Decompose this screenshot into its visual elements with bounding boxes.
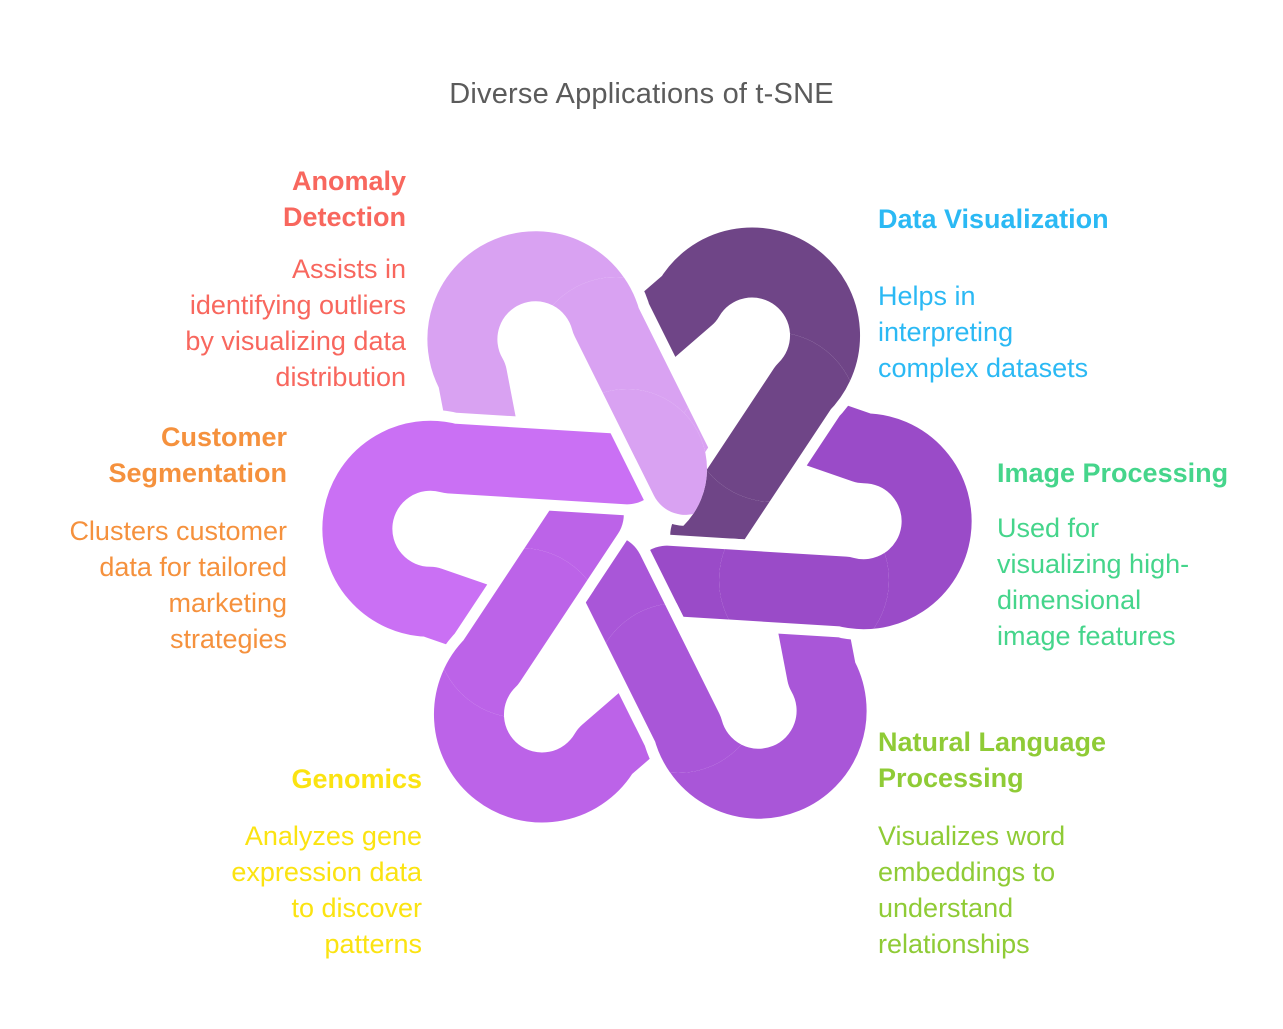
section-body-customer-segmentation: Clusters customer data for tailored mark… <box>69 516 287 654</box>
section-heading-natural-language-processing: Natural Language Processing <box>878 727 1107 793</box>
tsne-knot-graphic <box>315 230 975 820</box>
section-body-anomaly-detection: Assists in identifying outliers by visua… <box>185 254 406 392</box>
section-heading-genomics: Genomics <box>291 764 422 794</box>
section-body-natural-language-processing: Visualizes word embeddings to understand… <box>878 821 1066 959</box>
section-image-processing: Image Processing Used for visualizing hi… <box>997 455 1259 654</box>
section-customer-segmentation: Customer Segmentation Clusters customer … <box>17 419 287 657</box>
page-title: Diverse Applications of t-SNE <box>449 78 834 110</box>
section-data-visualization: Data Visualization Helps in interpreting… <box>878 201 1148 386</box>
section-body-data-visualization: Helps in interpreting complex datasets <box>878 281 1089 383</box>
section-heading-anomaly-detection: Anomaly Detection <box>282 166 406 232</box>
section-genomics: Genomics Analyzes gene expression data t… <box>152 761 422 962</box>
section-heading-image-processing: Image Processing <box>997 458 1229 488</box>
section-body-image-processing: Used for visualizing high- dimensional i… <box>997 513 1190 651</box>
section-natural-language-processing: Natural Language Processing Visualizes w… <box>878 724 1154 962</box>
section-anomaly-detection: Anomaly Detection Assists in identifying… <box>96 163 406 395</box>
section-heading-data-visualization: Data Visualization <box>878 204 1109 234</box>
section-heading-customer-segmentation: Customer Segmentation <box>108 422 287 488</box>
section-body-genomics: Analyzes gene expression data to discove… <box>231 821 422 959</box>
